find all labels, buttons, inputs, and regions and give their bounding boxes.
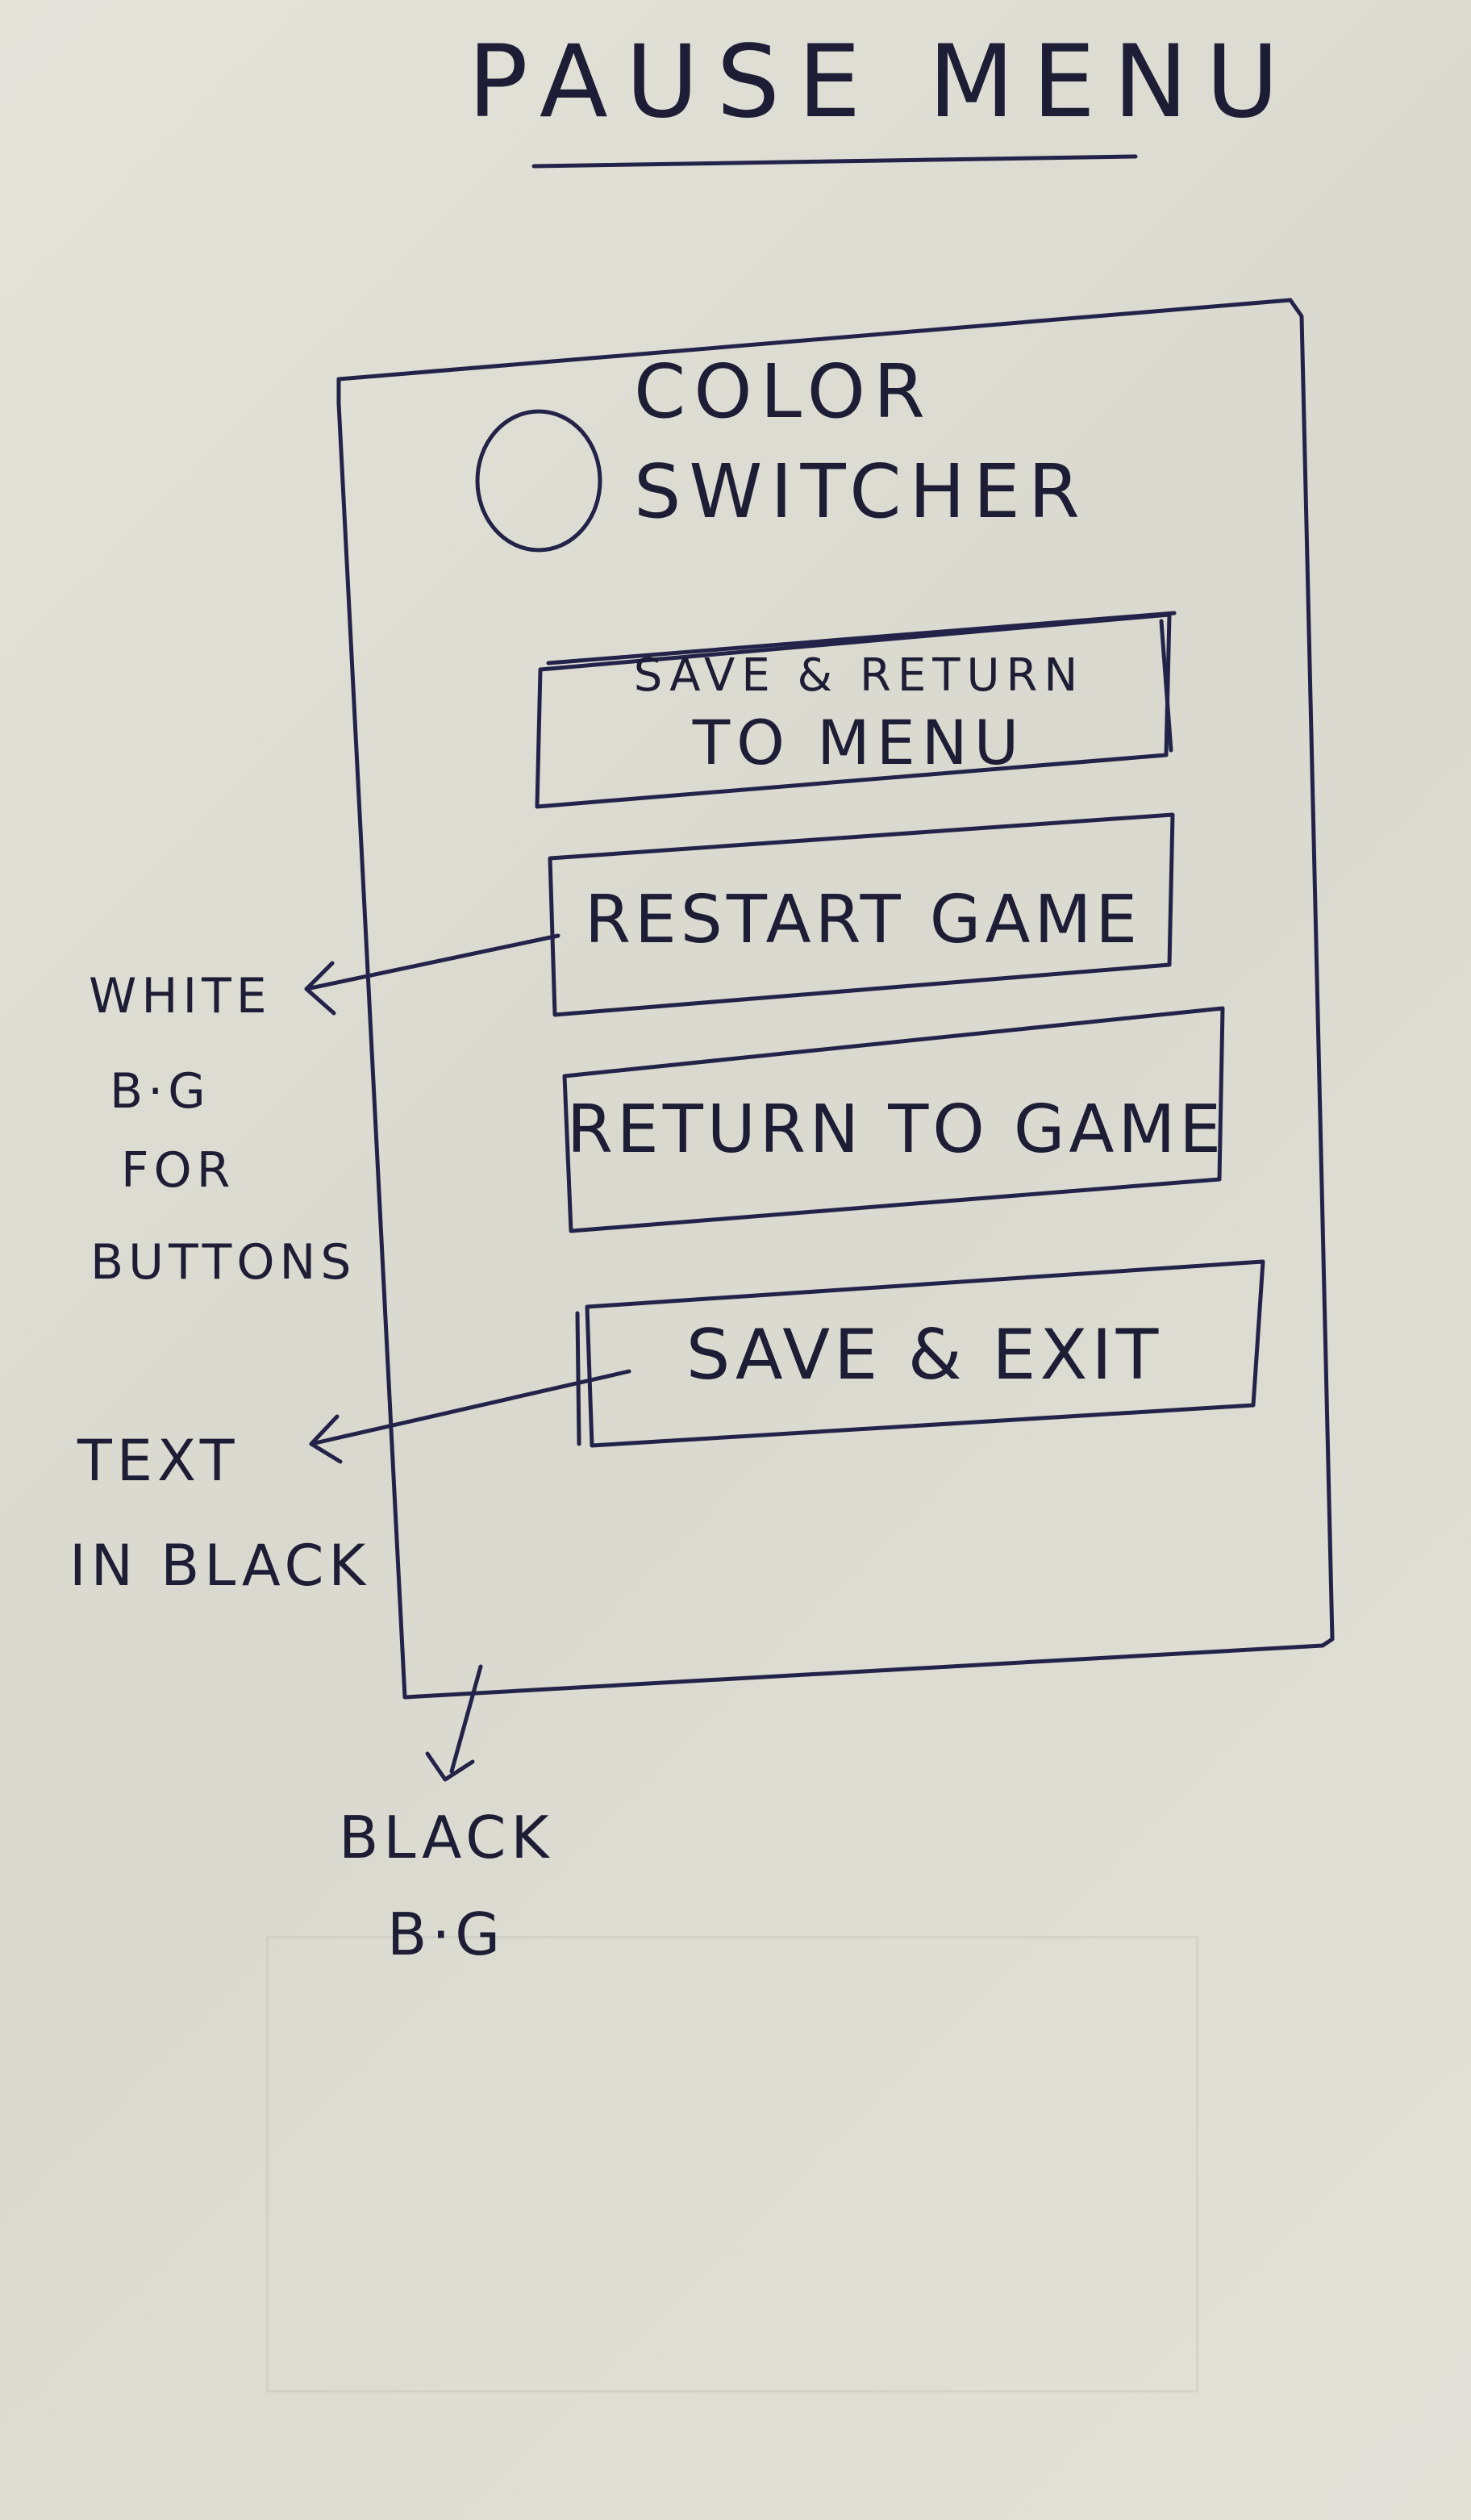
save-return-box bbox=[535, 612, 1172, 809]
save-return-box-sketch bbox=[546, 611, 1177, 753]
note-text-color-line-1: TEXT bbox=[77, 1428, 240, 1494]
note-screen-bg-line-1: BLACK bbox=[339, 1804, 554, 1871]
restart-game-button[interactable]: RESTART GAME bbox=[556, 839, 1169, 1000]
save-exit-box-sketch bbox=[575, 1311, 581, 1446]
restart-box bbox=[548, 812, 1175, 1017]
save-return-button-line-2: TO MENU bbox=[692, 707, 1026, 778]
logo-title-line-2: SWITCHER bbox=[634, 449, 1088, 535]
page-title: PAUSE MENU bbox=[468, 24, 1297, 140]
screen-frame bbox=[336, 298, 1335, 1700]
save-return-button[interactable]: SAVE & RETURN TO MENU bbox=[548, 629, 1169, 799]
note-buttons-bg-line-2: B·G bbox=[110, 1063, 210, 1120]
arrow-bg-note bbox=[449, 1664, 483, 1774]
save-return-button-line-1: SAVE & RETURN bbox=[633, 649, 1085, 702]
return-to-game-button[interactable]: RETURN TO GAME bbox=[566, 1041, 1226, 1218]
note-buttons-bg-line-3: FOR bbox=[121, 1142, 235, 1199]
logo-title-line-1: COLOR bbox=[634, 348, 933, 435]
return-game-box bbox=[562, 1006, 1225, 1233]
note-text-color-line-2: IN BLACK bbox=[69, 1533, 371, 1599]
arrow-buttons-head bbox=[304, 961, 336, 1016]
title-underline bbox=[531, 154, 1138, 169]
restart-game-button-label: RESTART GAME bbox=[584, 881, 1141, 958]
arrow-buttons-note bbox=[304, 933, 560, 991]
bleed-through-marks bbox=[266, 1936, 1198, 2393]
return-to-game-button-label: RETURN TO GAME bbox=[566, 1091, 1226, 1168]
arrow-text-head bbox=[309, 1414, 343, 1464]
save-exit-button[interactable]: SAVE & EXIT bbox=[594, 1275, 1255, 1436]
arrow-bg-head bbox=[425, 1751, 475, 1782]
save-exit-button-label: SAVE & EXIT bbox=[685, 1315, 1163, 1396]
arrow-text-note bbox=[309, 1369, 631, 1446]
note-buttons-bg-line-4: BUTTONS bbox=[90, 1234, 356, 1291]
note-screen-bg-line-2: B·G bbox=[387, 1900, 506, 1968]
note-buttons-bg-line-1: WHITE bbox=[89, 968, 272, 1024]
logo-circle bbox=[475, 409, 602, 553]
save-exit-box bbox=[585, 1259, 1265, 1448]
